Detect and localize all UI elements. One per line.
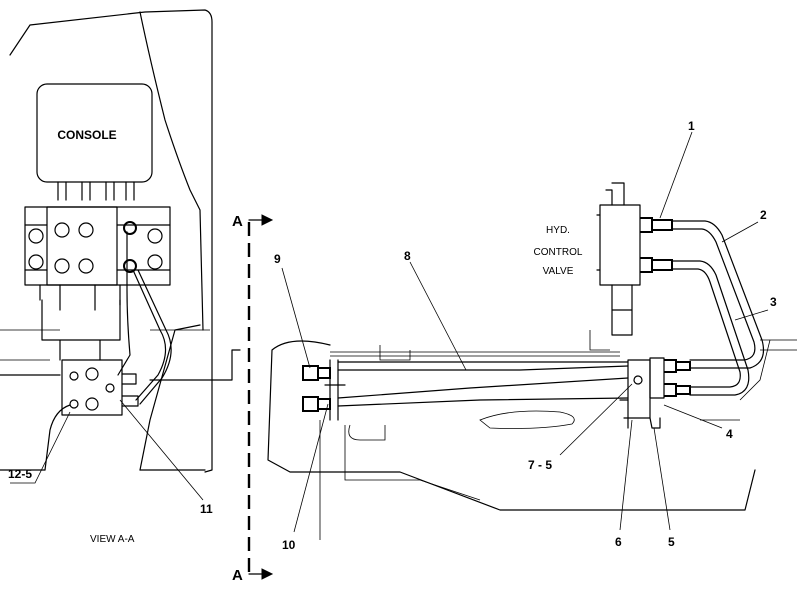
callout-10: 10: [282, 538, 296, 552]
callout-7: 7 - 5: [528, 458, 552, 472]
hose-11-a: [117, 231, 131, 376]
left-fitting-bracket: [324, 359, 346, 421]
callout-1: 1: [688, 119, 695, 133]
chassis-inner-curve: [139, 11, 204, 331]
port-circle: [28, 254, 44, 270]
leader-9: [281, 267, 311, 369]
oval-cutout: [479, 410, 575, 429]
lower-detail: [348, 339, 771, 441]
section-line-group: A A: [232, 213, 274, 584]
port-circle: [147, 254, 163, 270]
main-view-group: HYD. CONTROL VALVE 1 2 3 4: [267, 119, 797, 552]
callout-2: 2: [760, 208, 767, 222]
hyd-label-3: VALVE: [543, 266, 574, 277]
frame-line-left: [0, 329, 210, 361]
view-aa-group: CONSOLE: [0, 9, 241, 545]
hyd-label-2: CONTROL: [534, 247, 583, 258]
leader-1: [659, 131, 693, 219]
port-circle: [54, 258, 70, 274]
floor-line: [0, 349, 241, 471]
hose-8-lower-b: [337, 397, 629, 407]
fitting-lower: [123, 259, 137, 273]
callout-12: 12-5: [8, 467, 32, 481]
valve-bank-lower: [41, 299, 121, 361]
leader-11: [119, 399, 204, 501]
callout-4: 4: [726, 427, 733, 441]
leader-8: [409, 261, 467, 371]
section-arrowhead-bottom: [261, 568, 274, 580]
leader-10: [293, 403, 329, 533]
chassis-outline-left: [9, 9, 213, 473]
junction-lower: [619, 399, 661, 429]
body-outline-left: [267, 340, 756, 511]
manifold-fittings: [121, 373, 139, 407]
hose-11-b: [132, 269, 167, 401]
hose-2-inner: [671, 228, 756, 361]
leader-5: [653, 427, 671, 531]
leader-12: [10, 411, 71, 484]
callout-8: 8: [404, 249, 411, 263]
console-box: [36, 83, 153, 183]
frame-top-line: [330, 330, 797, 357]
valve-bank-center: [46, 206, 118, 286]
port-circle: [78, 258, 94, 274]
hyd-control-valve-stem: [611, 284, 633, 336]
hyd-label-1: HYD.: [546, 225, 570, 236]
port-circle: [54, 222, 70, 238]
hose-11-c: [137, 269, 172, 405]
hose-3-outer: [671, 260, 750, 396]
section-arrowhead-top: [261, 214, 274, 226]
manifold-block: [61, 359, 123, 416]
view-label: VIEW A-A: [90, 534, 135, 545]
manifold-port: [85, 367, 99, 381]
fitting-upper: [123, 221, 137, 235]
hose-3-inner: [671, 268, 741, 388]
hose-8-upper-b: [337, 365, 629, 371]
console-stems: [57, 181, 135, 201]
hose-8-lower-a: [337, 377, 629, 399]
leader-6: [619, 419, 633, 531]
leader-4: [663, 404, 723, 429]
leader-3: [734, 309, 769, 321]
port-circle: [78, 222, 94, 238]
left-fitting-lower: [302, 396, 331, 412]
callout-3: 3: [770, 295, 777, 309]
manifold-bolt: [69, 371, 79, 381]
junction-block-bolt: [633, 375, 643, 385]
leader-2: [721, 221, 759, 243]
manifold-port: [85, 397, 99, 411]
valve-fitting-lower: [640, 257, 673, 273]
section-label-bottom: A: [232, 567, 243, 584]
callout-9: 9: [274, 252, 281, 266]
left-fitting-upper: [302, 365, 331, 381]
junction-block-side: [649, 357, 665, 399]
callout-11: 11: [200, 502, 213, 516]
hyd-control-valve-body: [599, 204, 641, 286]
valve-bank-ports: [28, 221, 163, 274]
callout-6: 6: [615, 535, 622, 549]
manifold-ports: [69, 367, 115, 411]
console-label: CONSOLE: [57, 128, 116, 142]
hyd-control-valve-cap: [596, 182, 625, 271]
section-label-top: A: [232, 213, 243, 230]
lower-body: [44, 324, 201, 471]
manifold-bolt: [69, 399, 79, 409]
junction-block: [627, 359, 651, 419]
junction-fittings: [664, 359, 691, 397]
body-outline-inner: [319, 345, 481, 540]
callout-5: 5: [668, 535, 675, 549]
port-circle: [28, 228, 44, 244]
valve-fitting-upper: [640, 217, 673, 233]
valve-bank-details: [24, 224, 171, 311]
port-circle: [147, 228, 163, 244]
hose-2-outer: [671, 220, 765, 369]
leader-7: [559, 383, 633, 456]
manifold-bolt: [105, 383, 115, 393]
